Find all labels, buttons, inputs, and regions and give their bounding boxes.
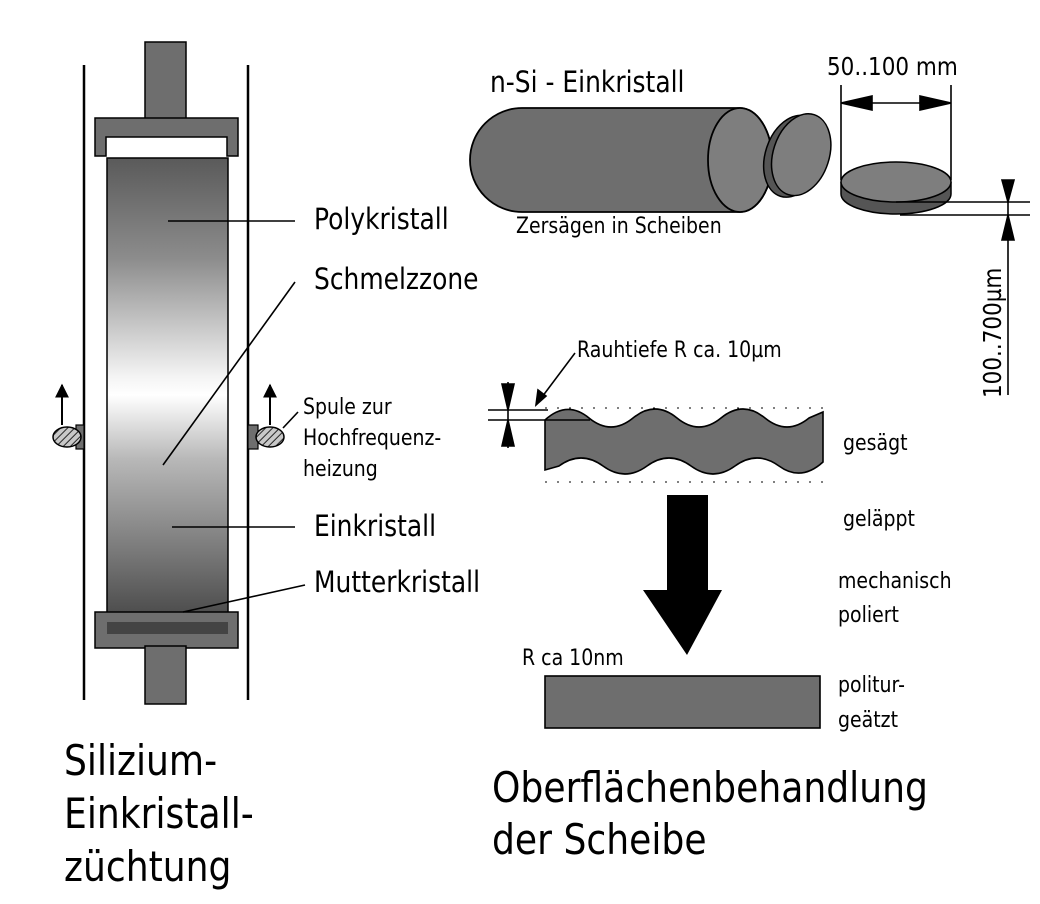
- label-spule: Spule zur: [303, 395, 392, 420]
- process-arrow: [643, 495, 722, 655]
- heating-coil: [52, 383, 285, 450]
- label-schmelzzone: Schmelzzone: [314, 262, 479, 296]
- label-mechanisch: mechanisch: [838, 569, 952, 594]
- zone-melting-apparatus: [52, 41, 306, 705]
- roughness-dimension: [488, 352, 590, 448]
- label-rauhtiefe: Rauhtiefe R ca. 10µm: [577, 338, 782, 363]
- label-polykristall: Polykristall: [314, 202, 449, 236]
- diameter-dimension: [840, 85, 952, 180]
- label-n-si-einkristall: n-Si - Einkristall: [490, 65, 685, 99]
- title-right-line2: der Scheibe: [492, 815, 707, 864]
- thickness-dimension: [896, 179, 1030, 395]
- label-gesaegt: gesägt: [843, 431, 908, 456]
- label-diameter: 50..100 mm: [827, 52, 958, 81]
- silicon-rod: [106, 157, 229, 615]
- label-hochfrequenz: Hochfrequenz-: [303, 426, 442, 451]
- ingot-end-face: [707, 107, 773, 213]
- sawn-wafer: [544, 408, 824, 475]
- label-einkristall: Einkristall: [314, 509, 437, 543]
- ingot-slicing: [469, 85, 1030, 395]
- leader-mutterkristall: [182, 584, 306, 613]
- label-thickness: 100..700µm: [978, 267, 1007, 398]
- bottom-holder: [94, 611, 239, 705]
- top-holder: [94, 41, 239, 157]
- label-gelaeppt: geläppt: [843, 507, 915, 532]
- surface-treatment: [488, 352, 825, 729]
- leader-spule: [282, 411, 299, 429]
- label-mutterkristall: Mutterkristall: [314, 565, 481, 599]
- label-poliert: poliert: [838, 603, 899, 628]
- label-geaetzt: geätzt: [838, 708, 899, 733]
- label-zersaegen: Zersägen in Scheiben: [516, 214, 722, 239]
- polished-wafer: [544, 675, 821, 729]
- title-left-line1: Silizium-: [64, 736, 218, 785]
- flat-wafer: [840, 161, 952, 215]
- leader-schmelzzone: [162, 281, 296, 466]
- label-heizung: heizung: [303, 457, 378, 482]
- title-left-line3: züchtung: [64, 842, 232, 891]
- tilted-slice: [762, 113, 832, 198]
- title-right-line1: Oberflächenbehandlung: [492, 763, 928, 812]
- title-left-line2: Einkristall-: [64, 789, 254, 838]
- label-politur: politur-: [838, 673, 905, 698]
- label-r-ca-10nm: R ca 10nm: [522, 646, 624, 671]
